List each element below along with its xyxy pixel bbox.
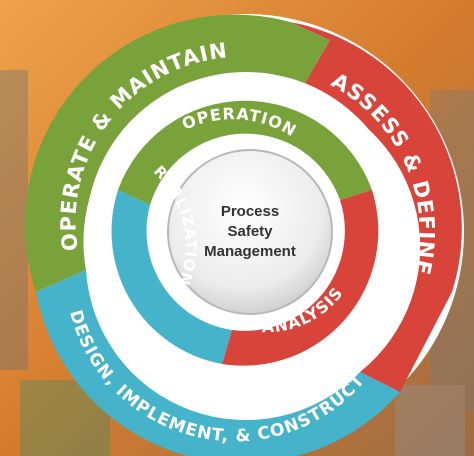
center-circle — [167, 149, 333, 315]
design-construct-segment — [36, 270, 400, 456]
realization-segment — [111, 190, 232, 364]
operate-maintain-segment — [24, 14, 330, 292]
center-line-3: Management — [204, 243, 296, 260]
analysis-segment — [222, 190, 379, 366]
assess-define-segment — [290, 22, 462, 392]
operation-segment — [118, 100, 372, 205]
center-line-2: Safety — [227, 223, 273, 240]
center-line-1: Process — [221, 203, 279, 220]
